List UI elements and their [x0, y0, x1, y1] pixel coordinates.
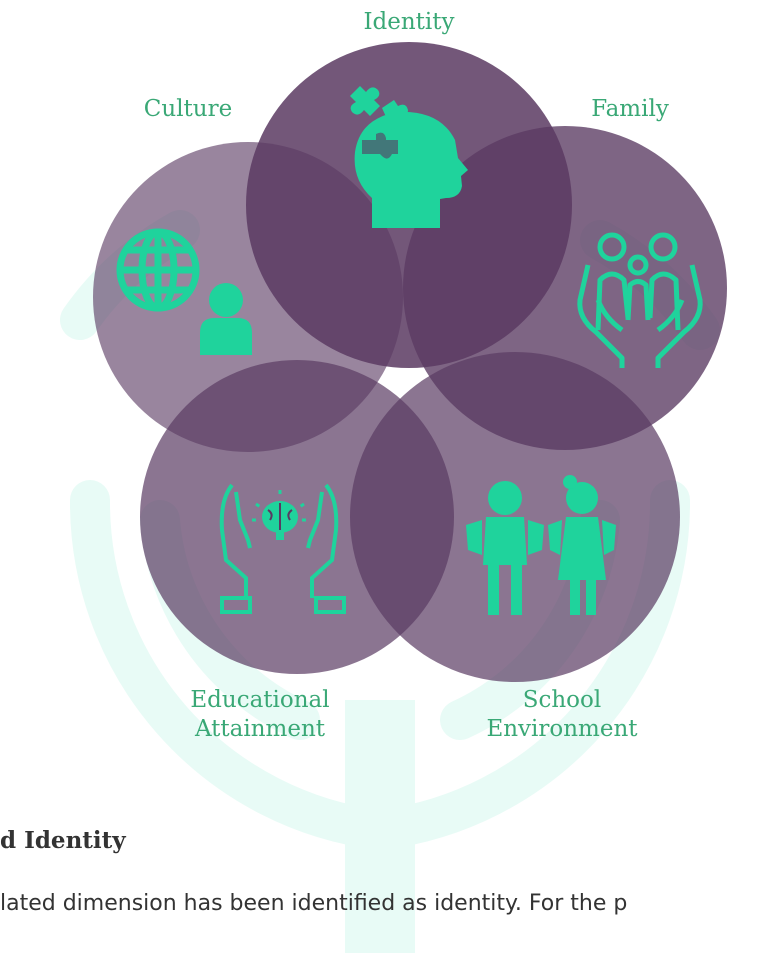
family-hands-icon [577, 232, 703, 368]
school-label-line-2: Environment [486, 716, 638, 742]
brain-hands-icon [219, 483, 346, 614]
school-environment-label: School Environment [462, 686, 662, 744]
school-label-line-1: School [522, 687, 602, 713]
section-heading: d Identity [0, 827, 126, 854]
educational-label-line-2: Attainment [194, 716, 326, 742]
educational-label-line-1: Educational [190, 687, 330, 713]
culture-label: Culture [143, 96, 233, 122]
body-paragraph: lated dimension has been identified as i… [0, 891, 628, 916]
educational-attainment-label: Educational Attainment [160, 686, 360, 744]
children-icon [466, 475, 616, 615]
family-label: Family [591, 96, 669, 122]
puzzle-head-icon [350, 86, 468, 228]
identity-label: Identity [363, 9, 455, 35]
globe-person-icon [116, 228, 252, 355]
